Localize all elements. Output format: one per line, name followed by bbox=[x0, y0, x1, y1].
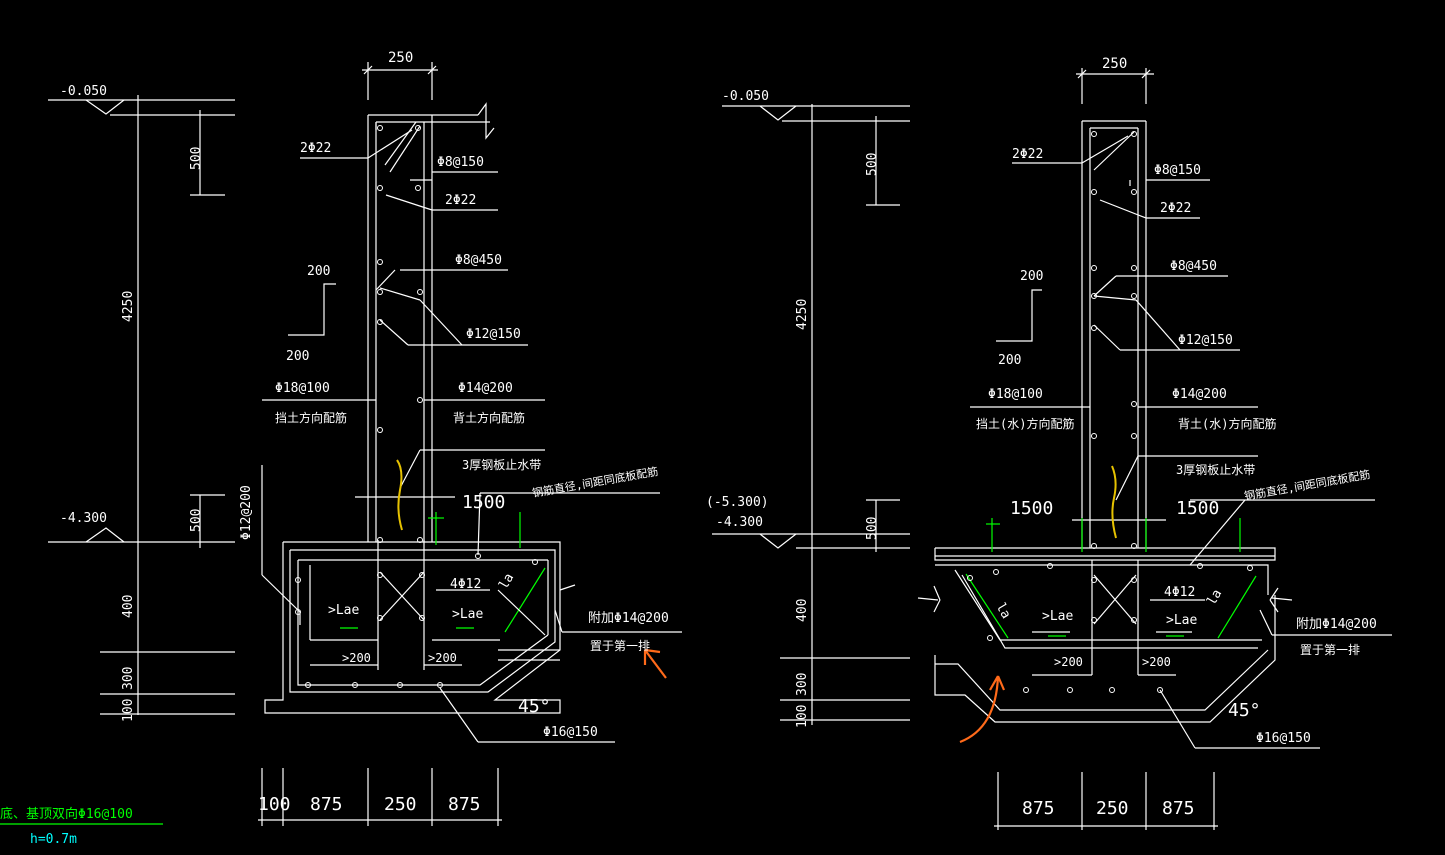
right-rebar-phi18-100: Φ18@100 bbox=[988, 387, 1043, 402]
left-la: la bbox=[496, 571, 517, 592]
left-bottom-dim-100: 100 bbox=[258, 794, 291, 815]
right-dim-500-top: 500 bbox=[865, 153, 880, 176]
right-la-a: la bbox=[993, 601, 1014, 622]
legend-height: h=0.7m bbox=[30, 832, 77, 847]
left-min-b: >200 bbox=[428, 651, 457, 665]
right-rebar-2phi22-a: 2Φ22 bbox=[1012, 147, 1043, 162]
right-lap-a: >Lae bbox=[1042, 609, 1073, 624]
left-rebar-phi8-450: Φ8@450 bbox=[455, 253, 502, 268]
left-bottom-dim-875a: 875 bbox=[310, 794, 343, 815]
right-min-b: >200 bbox=[1142, 655, 1171, 669]
right-chamfer-top: 200 bbox=[1020, 269, 1043, 284]
left-waterstop bbox=[340, 459, 521, 629]
right-elev-base-a: (-5.300) bbox=[706, 495, 769, 510]
left-section bbox=[48, 62, 682, 826]
right-extra: 附加Φ14@200 bbox=[1296, 617, 1377, 632]
legend-note: 底、基顶双向Φ16@100 bbox=[0, 806, 133, 822]
right-elev-base-b: -4.300 bbox=[716, 515, 763, 530]
left-rebar-2phi22-b: 2Φ22 bbox=[445, 193, 476, 208]
left-rebar-phi8-150: Φ8@150 bbox=[437, 155, 484, 170]
right-waterstop-label: 3厚钢板止水带 bbox=[1176, 463, 1255, 477]
right-rebar-phi12-150: Φ12@150 bbox=[1178, 333, 1233, 348]
left-dim-4250: 4250 bbox=[121, 291, 136, 322]
left-waterstop-label: 3厚钢板止水带 bbox=[462, 458, 541, 472]
right-dim-500-base: 500 bbox=[865, 517, 880, 540]
right-chamfer-bottom: 200 bbox=[998, 353, 1021, 368]
right-angle: 45° bbox=[1228, 700, 1261, 721]
left-annotation-arrow bbox=[643, 648, 667, 679]
left-dim-400: 400 bbox=[121, 595, 136, 618]
right-labels: 250 -0.050 (-5.300) -4.300 500 4250 500 … bbox=[706, 56, 1377, 819]
left-rebar-phi14-200: Φ14@200 bbox=[458, 381, 513, 396]
left-earth-side: 挡土方向配筋 bbox=[275, 410, 347, 425]
right-annotation-arrow bbox=[959, 675, 1006, 744]
left-chamfer-bottom: 200 bbox=[286, 349, 309, 364]
right-dim-1500-a: 1500 bbox=[1010, 498, 1053, 519]
right-rebar-phi8-450: Φ8@450 bbox=[1170, 259, 1217, 274]
right-base-note: 钢筋直径,间距同底板配筋 bbox=[1243, 467, 1371, 503]
left-chamfer-top: 200 bbox=[307, 264, 330, 279]
right-earth-side: 挡土(水)方向配筋 bbox=[976, 416, 1074, 431]
left-rebar-4phi12: 4Φ12 bbox=[450, 577, 481, 592]
right-la-b: la bbox=[1204, 587, 1225, 608]
left-bottom-dim-250: 250 bbox=[384, 794, 417, 815]
left-dim-300: 300 bbox=[121, 667, 136, 690]
left-min-a: >200 bbox=[342, 651, 371, 665]
left-rebar-phi18-100: Φ18@100 bbox=[275, 381, 330, 396]
legend: 底、基顶双向Φ16@100 h=0.7m bbox=[0, 806, 163, 847]
left-rebar-2phi22-a: 2Φ22 bbox=[300, 141, 331, 156]
right-min-a: >200 bbox=[1054, 655, 1083, 669]
right-dim-1500-b: 1500 bbox=[1176, 498, 1219, 519]
left-extra: 附加Φ14@200 bbox=[588, 611, 669, 626]
right-rebar-dots bbox=[967, 131, 1253, 693]
right-waterstop bbox=[965, 465, 1257, 639]
right-dim-4250: 4250 bbox=[795, 299, 810, 330]
left-dim-1500: 1500 bbox=[462, 492, 505, 513]
left-dim-500-top: 500 bbox=[189, 147, 204, 170]
left-rebar-dots bbox=[295, 125, 538, 688]
left-rebar-phi16-150: Φ16@150 bbox=[543, 725, 598, 740]
left-lap-a: >Lae bbox=[328, 603, 359, 618]
right-lap-b: >Lae bbox=[1166, 613, 1197, 628]
right-elev-top: -0.050 bbox=[722, 89, 769, 104]
right-bottom-dim-250: 250 bbox=[1096, 798, 1129, 819]
right-back-side: 背土(水)方向配筋 bbox=[1178, 416, 1276, 431]
right-extra2: 置于第一排 bbox=[1300, 643, 1360, 657]
left-rebar-phi12-150: Φ12@150 bbox=[466, 327, 521, 342]
left-top-width: 250 bbox=[388, 50, 413, 66]
right-rebar-2phi22-b: 2Φ22 bbox=[1160, 201, 1191, 216]
left-dim-100: 100 bbox=[121, 699, 136, 722]
left-angle: 45° bbox=[518, 696, 551, 717]
right-rebar-phi14-200: Φ14@200 bbox=[1172, 387, 1227, 402]
left-extra2: 置于第一排 bbox=[590, 639, 650, 653]
left-lap-b: >Lae bbox=[452, 607, 483, 622]
left-elev-base: -4.300 bbox=[60, 511, 107, 526]
right-top-width: 250 bbox=[1102, 56, 1127, 72]
right-bottom-dim-875b: 875 bbox=[1162, 798, 1195, 819]
right-rebar-phi16-150: Φ16@150 bbox=[1256, 731, 1311, 746]
right-dim-100: 100 bbox=[795, 705, 810, 728]
right-dim-400: 400 bbox=[795, 599, 810, 622]
left-elev-top: -0.050 bbox=[60, 84, 107, 99]
right-rebar-4phi12: 4Φ12 bbox=[1164, 585, 1195, 600]
left-dim-500-base: 500 bbox=[189, 509, 204, 532]
left-labels: 250 -0.050 -4.300 500 4250 500 400 300 1… bbox=[60, 50, 669, 815]
right-section bbox=[712, 68, 1392, 830]
left-base-note: 钢筋直径,间距同底板配筋 bbox=[531, 464, 659, 500]
right-bottom-dim-875a: 875 bbox=[1022, 798, 1055, 819]
right-dim-300: 300 bbox=[795, 673, 810, 696]
left-bottom-dim-875b: 875 bbox=[448, 794, 481, 815]
left-back-side: 背土方向配筋 bbox=[453, 410, 525, 425]
left-rebar-phi12-200: Φ12@200 bbox=[239, 485, 254, 540]
right-rebar-phi8-150: Φ8@150 bbox=[1154, 163, 1201, 178]
